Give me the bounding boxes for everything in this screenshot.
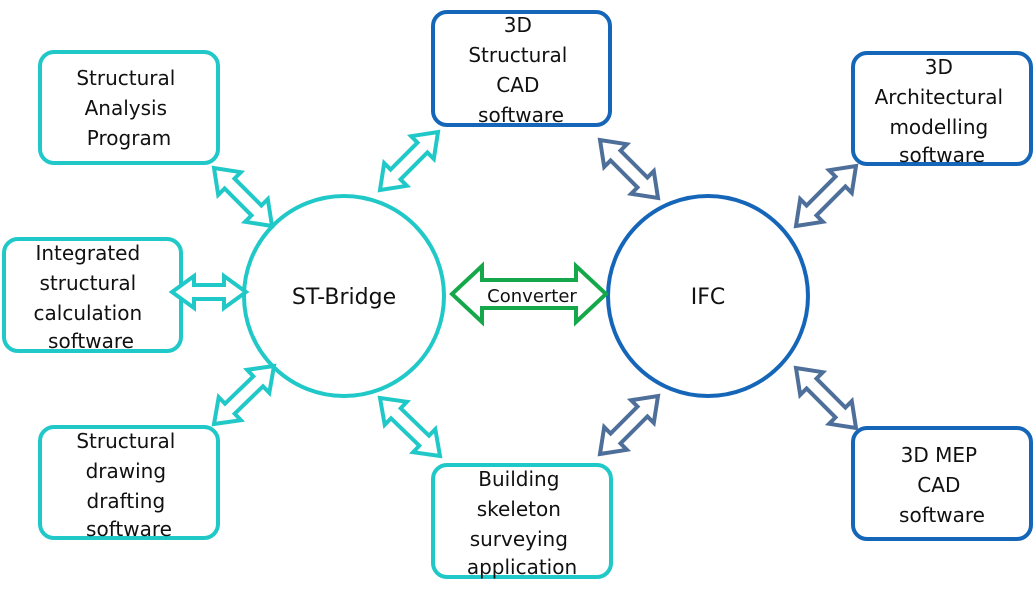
arrow-stbridge-cad3d	[377, 129, 441, 193]
svg-text:Integrated structural: Integrated structural calculation softwa…	[34, 241, 149, 353]
svg-text:Building skeleton: Building skeleton surveying application	[467, 467, 577, 579]
box-3d-mep-cad: 3D MEP CAD software	[851, 426, 1033, 541]
box-building-skeleton-surveying: Building skeleton surveying application	[431, 463, 613, 579]
arrow-ifc-arch	[793, 163, 859, 229]
converter-label: Converter	[487, 286, 577, 307]
hub-st-bridge: ST-Bridge	[242, 194, 446, 398]
svg-text:3D MEP CAD softwar: 3D MEP CAD software	[899, 443, 985, 527]
arrow-integrated-stbridge	[168, 272, 250, 312]
hub-ifc-label: IFC	[691, 285, 726, 310]
box-3d-architectural-modelling: 3D Architectural modelling software	[851, 51, 1033, 167]
ifc-connectors	[597, 137, 859, 457]
st-bridge-connectors	[168, 129, 443, 459]
hub-st-bridge-label: ST-Bridge	[292, 285, 396, 310]
svg-text:3D Structural CAD: 3D Structural CAD software	[468, 13, 573, 127]
converter-arrow: Converter	[449, 261, 609, 327]
svg-text:Structural drawing: Structural drawing drafting software	[76, 429, 181, 541]
arrow-analysis-stbridge	[211, 165, 275, 229]
box-3d-structural-cad: 3D Structural CAD software	[431, 10, 612, 127]
svg-text:3D Architectural m: 3D Architectural modelling software	[875, 55, 1010, 167]
svg-text:Structural Analysis: Structural Analysis Program	[76, 66, 181, 150]
hub-ifc: IFC	[606, 194, 810, 398]
box-structural-analysis-program: Structural Analysis Program	[38, 50, 220, 165]
box-structural-drawing-drafting: Structural drawing drafting software	[38, 425, 220, 541]
arrow-ifc-mep	[793, 365, 859, 431]
arrow-cad3d-ifc	[597, 137, 661, 201]
arrow-stbridge-skeleton	[377, 395, 443, 459]
arrow-drawing-stbridge	[211, 363, 277, 427]
arrow-skeleton-ifc	[597, 393, 661, 457]
box-integrated-structural-calculation: Integrated structural calculation softwa…	[2, 237, 183, 353]
